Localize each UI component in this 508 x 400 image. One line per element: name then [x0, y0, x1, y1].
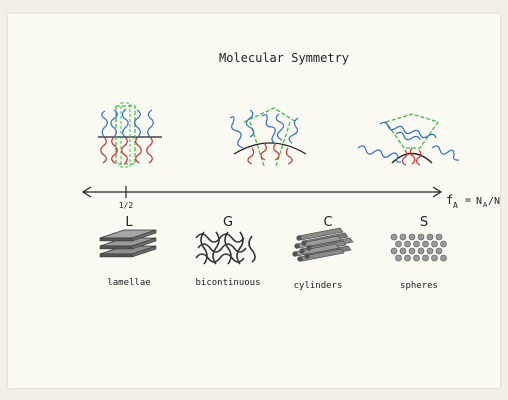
- diagram-title: Molecular Symmetry: [219, 51, 349, 65]
- chain-blue: [101, 110, 108, 138]
- chain-red: [260, 142, 267, 161]
- lamellae-stack-drawing: [99, 229, 157, 258]
- lamellar-unit-cell-green: [115, 105, 136, 165]
- chain-red: [273, 142, 280, 161]
- chain-blue: [379, 121, 437, 139]
- chain-blue: [395, 131, 421, 141]
- phase-letter-spheres: S: [420, 215, 428, 230]
- chain-blue: [357, 145, 402, 163]
- sphere: [413, 240, 420, 248]
- cylinders-bundle-drawing: [292, 227, 354, 262]
- chain-blue: [275, 113, 285, 141]
- axis-right-arrowhead: [432, 186, 443, 198]
- denominator-n: /N: [488, 196, 500, 207]
- caption-cylinders: cylinders: [294, 281, 343, 291]
- chain-blue: [288, 117, 299, 144]
- numerator-n: N: [476, 196, 482, 207]
- sphere: [413, 254, 420, 262]
- sphere: [431, 254, 438, 262]
- sphere: [399, 233, 407, 241]
- paper-sheet: [8, 14, 500, 388]
- chain-blue: [431, 145, 460, 161]
- chain-red: [401, 149, 408, 166]
- chain-blue: [110, 109, 118, 138]
- phase-letter-lamellae: L: [125, 215, 133, 230]
- curved-chain-sketch: [229, 107, 307, 167]
- equals-sign: =: [465, 195, 471, 206]
- sphere: [390, 233, 398, 241]
- variable-f: f: [446, 193, 453, 207]
- curved-interface-line: [233, 142, 307, 155]
- caption-bicontinuous: bicontinuous: [195, 278, 260, 288]
- sphere: [395, 240, 402, 248]
- chain-red: [135, 136, 142, 164]
- phase-letter-cylinders: C: [323, 215, 332, 230]
- chain-red: [100, 136, 107, 164]
- axis-variable-label: f A = N A /N: [446, 193, 500, 210]
- chain-red: [121, 136, 128, 165]
- spheres-lattice-drawing: [390, 233, 447, 262]
- chain-blue: [261, 114, 277, 145]
- chain-red: [146, 136, 153, 164]
- sphere: [404, 254, 411, 262]
- phase-letter-bicontinuous: G: [223, 215, 233, 230]
- chain-blue: [121, 108, 129, 138]
- sphere: [408, 247, 416, 255]
- axis-left-arrowhead: [81, 186, 92, 198]
- sphere: [417, 233, 425, 241]
- sphere: [426, 247, 434, 255]
- spherical-chain-sketch: [357, 113, 460, 166]
- chain-red: [415, 149, 422, 166]
- sphere: [435, 247, 443, 255]
- variable-f-subscript: A: [453, 201, 458, 210]
- axis-tick-label: 1/2: [119, 201, 134, 210]
- chain-blue: [229, 116, 244, 149]
- sphere-interface-line: [391, 152, 433, 164]
- chain-red: [285, 147, 293, 165]
- sphere: [440, 254, 447, 262]
- cone-cell-green: [384, 113, 440, 149]
- chain-red: [409, 147, 416, 165]
- bicontinuous-network-drawing: [195, 231, 256, 265]
- lamellar-chain-sketch: [98, 102, 162, 168]
- wedge-cell-top: [243, 107, 297, 123]
- sphere: [417, 247, 425, 255]
- sphere: [390, 247, 398, 255]
- chain-blue: [134, 109, 141, 138]
- sphere: [440, 240, 447, 248]
- caption-lamellae: lamellae: [107, 278, 150, 288]
- sphere: [426, 233, 434, 241]
- composition-axis: 1/2: [81, 186, 443, 210]
- sphere: [404, 240, 411, 248]
- sphere: [422, 240, 429, 248]
- chain-red: [247, 147, 255, 165]
- numerator-subscript: A: [483, 201, 488, 209]
- sphere: [422, 254, 429, 262]
- sphere: [431, 240, 438, 248]
- chain-red: [111, 136, 118, 164]
- sphere: [395, 254, 402, 262]
- sphere: [435, 233, 443, 241]
- chain-blue: [147, 109, 154, 138]
- caption-spheres: spheres: [400, 281, 438, 291]
- chain-blue: [245, 109, 255, 138]
- lamellar-unit-cell-inner: [120, 102, 131, 168]
- sphere: [399, 247, 407, 255]
- sphere: [408, 233, 416, 241]
